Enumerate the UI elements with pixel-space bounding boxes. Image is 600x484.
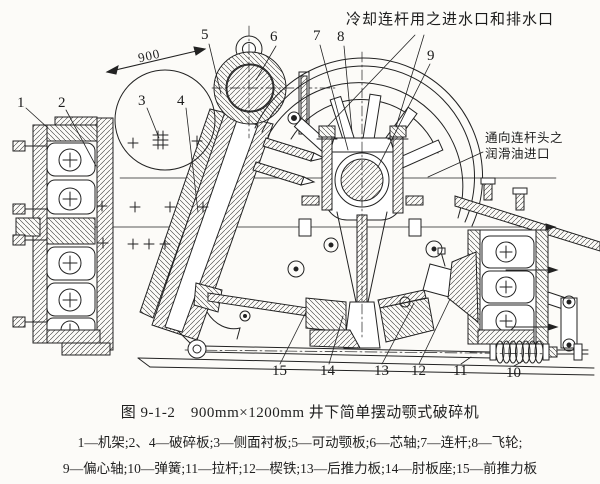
figure-legend-line2: 9—偏心轴;10—弹簧;11—拉杆;12—楔铁;13—后推力板;14—肘板座;1… [62, 461, 538, 476]
part-label-10: 10 [506, 365, 521, 381]
part-label-13: 13 [374, 363, 389, 379]
annotation-cooling-ports: 冷却连杆用之进水口和排水口 [346, 12, 555, 28]
part-label-4: 4 [177, 93, 185, 109]
bolt-holes [239, 237, 443, 322]
part-label-8: 8 [337, 29, 345, 45]
sleeve-right [408, 218, 422, 237]
part-label-2: 2 [58, 95, 66, 111]
part-label-12: 12 [411, 363, 426, 379]
swing-jaw [139, 25, 339, 359]
part-label-15: 15 [272, 363, 287, 379]
sleeve-left [298, 218, 312, 237]
part-label-7: 7 [313, 28, 321, 44]
spring-assembly [469, 291, 589, 364]
toggle-mechanism [193, 247, 479, 349]
annotation-lube-inlet-line2: 润滑油进口 [485, 147, 551, 161]
part-label-3: 3 [138, 93, 146, 109]
tie-rod [202, 345, 493, 359]
detail-circle [96, 69, 216, 250]
part-label-6: 6 [270, 29, 278, 45]
crusher-diagram [12, 25, 600, 376]
part-label-9: 9 [427, 48, 435, 64]
support-bracket [287, 71, 310, 135]
dimension-900 [105, 46, 207, 75]
figure-legend-line1: 1—机架;2、4—破碎板;3—侧面衬板;5—可动颚板;6—芯轴;7—连杆;8—飞… [77, 435, 523, 450]
leader-lines [25, 34, 524, 367]
part-label-1: 1 [17, 95, 25, 111]
figure-caption: 图 9-1-2 900mm×1200mm 井下简单摆动颚式破碎机 [120, 405, 480, 421]
left-frame [12, 116, 114, 356]
annotation-lube-inlet-line1: 通向连杆头之 [485, 131, 564, 145]
machine-base [137, 357, 595, 376]
part-label-5: 5 [201, 27, 209, 43]
right-frame [454, 177, 600, 345]
part-label-14: 14 [320, 363, 335, 379]
part-label-11: 11 [453, 363, 468, 379]
